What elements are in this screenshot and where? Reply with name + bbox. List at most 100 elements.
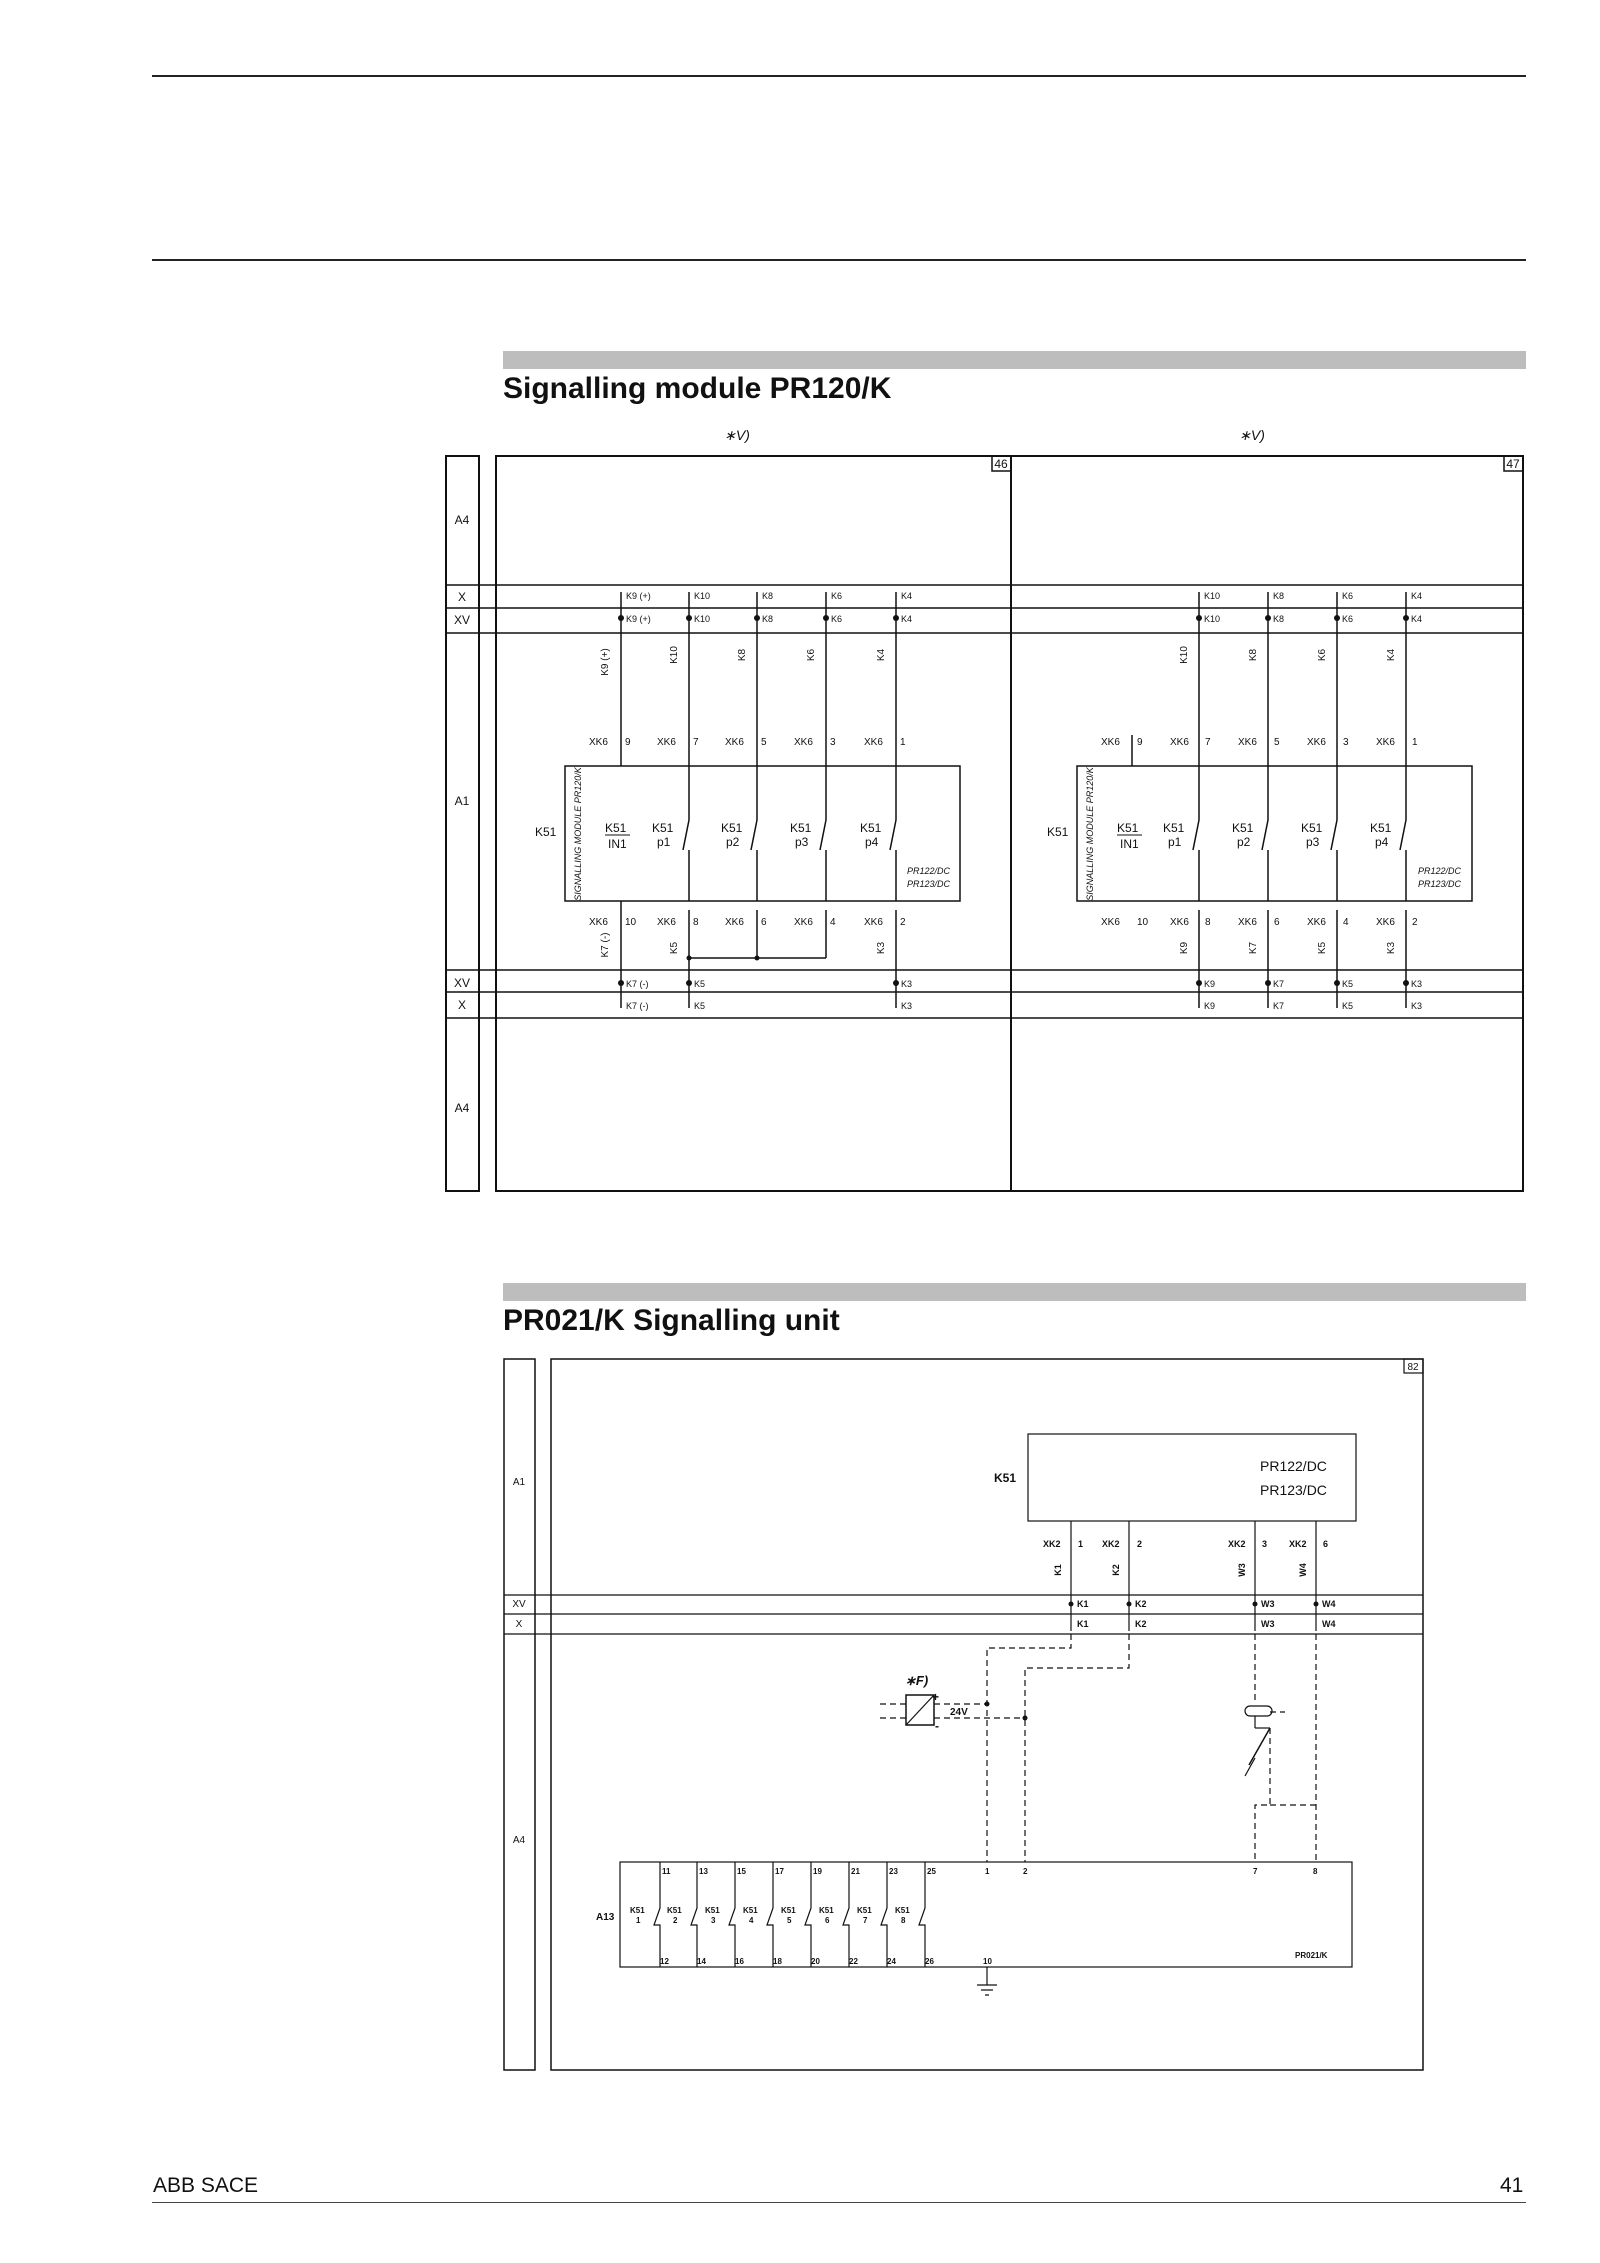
sheet-number-box: [1503, 455, 1524, 472]
xk-label: XK6: [1238, 737, 1257, 748]
contact-label: K51: [860, 821, 882, 835]
star-note: ∗V): [1239, 427, 1265, 443]
xk-label: XK6: [1238, 917, 1257, 928]
pin-label: 14: [697, 1957, 706, 1966]
footer-rule: [152, 2202, 1526, 2203]
contact-label: K51: [790, 821, 812, 835]
svg-text:p4: p4: [1375, 835, 1389, 849]
terminal-label: K7: [1273, 979, 1284, 989]
terminal-label: K7 (-): [626, 1001, 649, 1011]
xk-label: XK6: [1376, 917, 1395, 928]
rail-frame: [445, 455, 480, 1192]
rail-label: X: [516, 1619, 523, 1630]
xk-label: XK6: [864, 737, 883, 748]
contact-label: K51: [721, 821, 743, 835]
xk-label: XK6: [589, 917, 608, 928]
pin-label: 26: [925, 1957, 934, 1966]
star-note: ∗F): [905, 1673, 928, 1688]
svg-text:2: 2: [1412, 917, 1418, 928]
xk-label: XK6: [1101, 737, 1120, 748]
module-right: K10 K8 K6 K4 K10 K8 K6 K4 K10 K8 K6 K4 X…: [1047, 591, 1473, 1011]
rail-frame: [503, 1358, 536, 2071]
svg-text:2: 2: [673, 1916, 678, 1925]
terminal-label: K8: [1273, 591, 1284, 601]
section-title: PR021/K Signalling unit: [503, 1304, 840, 1337]
svg-text:3: 3: [711, 1916, 716, 1925]
terminal-label: K2: [1135, 1619, 1147, 1629]
contact-label: K51: [1301, 821, 1323, 835]
module-label: SIGNALLING MODULE PR120/K: [1085, 766, 1095, 901]
svg-text:p2: p2: [1237, 835, 1251, 849]
wire-label: K3: [876, 941, 887, 954]
rail-label: XV: [454, 613, 470, 627]
model-label: PR122/DC: [907, 866, 951, 876]
terminal-label: W3: [1261, 1599, 1275, 1609]
xk-label: XK6: [589, 737, 608, 748]
terminal-label: K5: [694, 1001, 705, 1011]
xk-label: XK6: [794, 737, 813, 748]
contact-label: K51: [605, 821, 627, 835]
pin-label: 23: [889, 1867, 898, 1876]
terminal-label: K9 (+): [626, 591, 651, 601]
component-label: K51: [1047, 825, 1069, 839]
contact-label: K51: [1370, 821, 1392, 835]
contact-label: K51: [895, 1906, 910, 1915]
terminal-label: K1: [1077, 1599, 1089, 1609]
pin-label: 19: [813, 1867, 822, 1876]
terminal-label: K6: [1342, 614, 1353, 624]
power-supply-symbol: [905, 1694, 935, 1726]
drawing-frame: [550, 1358, 1424, 2071]
xk-label: XK6: [1376, 737, 1395, 748]
svg-text:3: 3: [1343, 737, 1349, 748]
rail-label: A1: [455, 794, 470, 808]
pin-label: 1: [985, 1867, 990, 1876]
svg-text:7: 7: [693, 737, 699, 748]
pin-label: 8: [1313, 1867, 1318, 1876]
supply-minus: -: [935, 1719, 939, 1733]
svg-text:10: 10: [1137, 917, 1149, 928]
supply-plus: +: [932, 1690, 939, 1704]
svg-text:4: 4: [1343, 917, 1349, 928]
wire-label: K7: [1248, 941, 1259, 954]
terminal-label: K4: [1411, 591, 1422, 601]
wire-label: K6: [806, 648, 817, 661]
svg-text:6: 6: [825, 1916, 830, 1925]
svg-text:4: 4: [749, 1916, 754, 1925]
wire-label: K8: [737, 648, 748, 661]
wire-label: K5: [669, 941, 680, 954]
terminal-label: K8: [762, 614, 773, 624]
svg-text:IN1: IN1: [608, 837, 627, 851]
unit-label: PR021/K: [1295, 1951, 1328, 1960]
model-label: PR122/DC: [1260, 1458, 1327, 1474]
pin-label: 21: [851, 1867, 860, 1876]
wire-label: K9: [1179, 941, 1190, 954]
sheet-number: 82: [1407, 1362, 1419, 1373]
drawing-frame: [495, 455, 1524, 1192]
pin-label: 25: [927, 1867, 936, 1876]
svg-text:8: 8: [1205, 917, 1211, 928]
contact-label: K51: [667, 1906, 682, 1915]
contact-label: K51: [819, 1906, 834, 1915]
pin-label: 7: [1253, 1867, 1258, 1876]
terminal-label: K6: [831, 591, 842, 601]
xk-label: XK2: [1289, 1539, 1307, 1549]
xk-label: XK6: [1307, 917, 1326, 928]
terminal-label: K4: [901, 591, 912, 601]
svg-text:5: 5: [1274, 737, 1280, 748]
sheet-number: 46: [994, 457, 1008, 471]
rail-label: A4: [513, 1835, 526, 1846]
contact-label: K51: [743, 1906, 758, 1915]
sheet-number-box: [991, 455, 1012, 472]
section-title: Signalling module PR120/K: [503, 372, 892, 405]
svg-text:p3: p3: [1306, 835, 1320, 849]
terminal-label: K3: [901, 979, 912, 989]
svg-text:6: 6: [1274, 917, 1280, 928]
component-label: K51: [535, 825, 557, 839]
terminal-label: K10: [694, 614, 710, 624]
pin-label: 10: [983, 1957, 992, 1966]
terminal-label: K4: [901, 614, 912, 624]
xk-label: XK2: [1228, 1539, 1246, 1549]
header-rule-top: [152, 75, 1526, 77]
terminal-label: K5: [694, 979, 705, 989]
